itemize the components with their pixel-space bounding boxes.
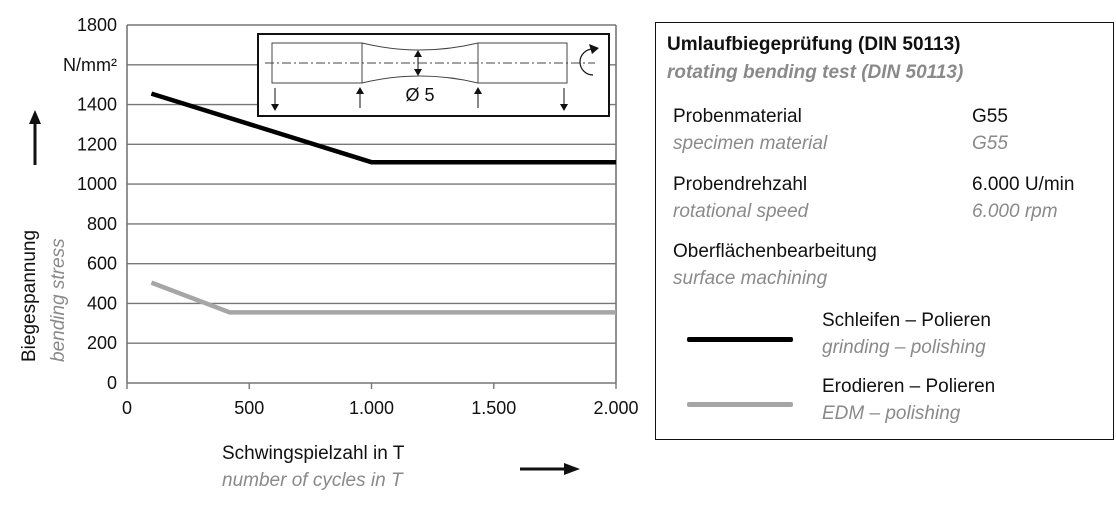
y-tick-label: 400 [87, 293, 117, 313]
legend-title: Umlaufbiegeprüfung (DIN 50113) [667, 34, 961, 55]
support-arrow-up-icon [356, 87, 364, 108]
speed-value: 6.000 U/min [972, 174, 1075, 195]
y-tick-label: 1000 [77, 174, 117, 194]
surface-label: Oberflächenbearbeitung [673, 241, 877, 262]
series-line-edm [150, 280, 616, 315]
surface-label-en: surface machining [673, 268, 828, 289]
speed-label: Probendrehzahl [673, 174, 808, 195]
y-tick-label: 1800 [77, 15, 117, 35]
series-lines [150, 91, 616, 315]
speed-label-en: rotational speed [673, 201, 809, 222]
x-tick-label: 0 [122, 398, 132, 418]
x-tick-label: 1.500 [471, 398, 516, 418]
legend-entry-edm-en: EDM – polishing [822, 403, 961, 424]
y-tick-label: 1200 [77, 134, 117, 154]
y-tick-label: 1400 [77, 95, 117, 115]
legend-entry-edm: Erodieren – Polieren [822, 376, 996, 397]
x-axis-arrow-icon [520, 463, 580, 475]
legend-entry-grinding-en: grinding – polishing [822, 337, 986, 358]
series-line-grinding [150, 91, 616, 165]
load-arrow-down-icon [560, 88, 568, 111]
x-axis-label: Schwingspielzahl in T [222, 443, 405, 464]
support-arrow-up-icon [474, 87, 482, 108]
y-axis-label: Biegespannung [19, 230, 40, 362]
y-axis-arrow-icon [29, 110, 41, 165]
y-tick-labels: 0 200 400 600 800 1000 1200 1400 1800 [77, 15, 117, 393]
legend-panel: Umlaufbiegeprüfung (DIN 50113) rotating … [655, 22, 1114, 440]
y-axis-label-en: bending stress [48, 238, 69, 362]
y-unit-label: N/mm² [63, 55, 117, 75]
material-value-en: G55 [972, 133, 1008, 154]
material-value: G55 [972, 106, 1008, 127]
legend-entry-grinding: Schleifen – Polieren [822, 310, 991, 331]
legend-swatch-edm [687, 402, 793, 407]
x-axis-label-en: number of cycles in T [222, 470, 404, 491]
material-label-en: specimen material [673, 133, 828, 154]
load-arrow-down-icon [271, 88, 279, 111]
diameter-label: Ø 5 [405, 85, 434, 105]
legend-title-en: rotating bending test (DIN 50113) [667, 62, 964, 83]
x-tick-label: 1.000 [349, 398, 394, 418]
y-tick-label: 800 [87, 214, 117, 234]
x-tick-labels: 0 500 1.000 1.500 2.000 [122, 398, 639, 418]
x-tick-label: 2.000 [593, 398, 638, 418]
legend-swatch-grinding [687, 337, 793, 342]
line-chart: 0 200 400 600 800 1000 1200 1400 1800 0 500 1.000 1… [19, 15, 639, 491]
y-tick-label: 200 [87, 333, 117, 353]
axes [126, 25, 617, 389]
y-tick-label: 600 [87, 254, 117, 274]
specimen-diagram: Ø 5 [257, 33, 610, 117]
x-tick-label: 500 [234, 398, 264, 418]
rotation-arrow-icon [579, 44, 599, 76]
y-tick-label: 0 [107, 373, 117, 393]
speed-value-en: 6.000 rpm [972, 201, 1058, 222]
material-label: Probenmaterial [673, 106, 802, 127]
